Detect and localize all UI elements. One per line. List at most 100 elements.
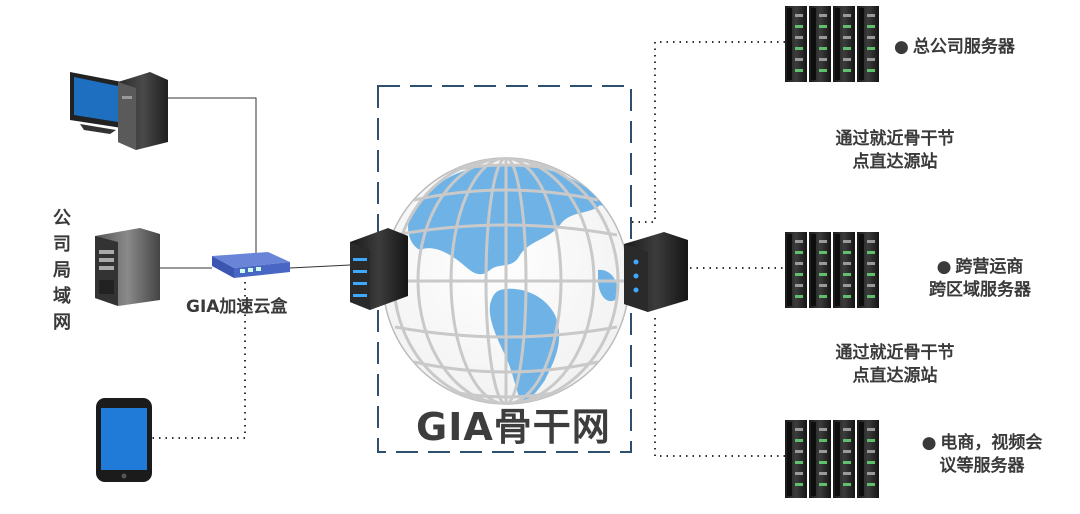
- cross-carrier-server-rack-icon: [785, 232, 879, 308]
- lan-links: [160, 97, 351, 269]
- rack-led: [819, 36, 827, 39]
- rack-panel: [859, 234, 864, 306]
- route-label-2: 通过就近骨干节 点直达源站: [835, 343, 955, 386]
- rack-led: [795, 439, 803, 442]
- rack-led: [795, 251, 803, 254]
- rack-led: [867, 439, 875, 442]
- edge-server-left-icon: [350, 228, 408, 310]
- rack-led: [867, 58, 875, 61]
- rack-led: [843, 472, 851, 475]
- rack-led: [867, 428, 875, 431]
- rack-led: [867, 483, 875, 486]
- rack-panel: [811, 422, 816, 496]
- bullet-icon: ●: [921, 433, 937, 453]
- rack-led: [867, 295, 875, 298]
- rack-led: [843, 461, 851, 464]
- server-label-ecommerce: ●电商，视频会 议等服务器: [921, 433, 1043, 476]
- rack-panel: [811, 8, 816, 80]
- route-label-1: 通过就近骨干节 点直达源站: [835, 129, 955, 172]
- desktop-computer-icon: [70, 72, 168, 150]
- bullet-icon: ●: [894, 37, 909, 57]
- tablet-icon: [96, 398, 152, 482]
- rack-panel: [811, 234, 816, 306]
- rack-led: [819, 472, 827, 475]
- rack-led: [819, 240, 827, 243]
- rack-led: [819, 461, 827, 464]
- lan-label: 公司局域网: [53, 208, 71, 333]
- rack-led: [867, 273, 875, 276]
- rack-led: [843, 428, 851, 431]
- local-server-icon: [95, 228, 160, 306]
- rack-panel: [787, 422, 792, 496]
- rack-led: [843, 36, 851, 39]
- rack-led: [843, 69, 851, 72]
- rack-led: [795, 273, 803, 276]
- rack-led: [843, 25, 851, 28]
- rack-led: [867, 262, 875, 265]
- rack-led: [819, 14, 827, 17]
- rack-panel: [859, 8, 864, 80]
- rack-led: [867, 36, 875, 39]
- rack-led: [867, 69, 875, 72]
- rack-panel: [835, 234, 840, 306]
- rack-led: [843, 14, 851, 17]
- rack-led: [843, 273, 851, 276]
- rack-led: [843, 284, 851, 287]
- rack-led: [795, 47, 803, 50]
- rack-led: [795, 295, 803, 298]
- dotted-links: [150, 41, 785, 457]
- accel-box-label: GIA加速云盒: [186, 297, 288, 317]
- rack-led: [795, 69, 803, 72]
- rack-led: [795, 450, 803, 453]
- rack-led: [819, 483, 827, 486]
- rack-led: [819, 69, 827, 72]
- rack-led: [867, 240, 875, 243]
- ecommerce-server-rack-icon: [785, 420, 879, 498]
- rack-led: [843, 483, 851, 486]
- rack-led: [795, 428, 803, 431]
- rack-panel: [835, 8, 840, 80]
- backbone-label: GIA骨干网: [416, 405, 611, 449]
- rack-led: [819, 295, 827, 298]
- server-label-hq: ●总公司服务器: [894, 37, 1015, 57]
- server-label-cross-carrier: ●跨营运商 跨区域服务器: [929, 257, 1031, 300]
- rack-led: [843, 47, 851, 50]
- rack-led: [819, 251, 827, 254]
- accel-box-router-icon: [212, 252, 290, 278]
- rack-led: [795, 58, 803, 61]
- rack-led: [867, 14, 875, 17]
- rack-led: [867, 47, 875, 50]
- rack-panel: [787, 8, 792, 80]
- rack-led: [843, 450, 851, 453]
- rack-led: [819, 428, 827, 431]
- rack-led: [843, 240, 851, 243]
- bullet-icon: ●: [936, 257, 952, 277]
- rack-led: [843, 439, 851, 442]
- rack-led: [867, 284, 875, 287]
- rack-led: [795, 472, 803, 475]
- rack-led: [819, 58, 827, 61]
- rack-led: [843, 295, 851, 298]
- rack-led: [795, 461, 803, 464]
- hq-server-rack-icon: [785, 6, 879, 82]
- globe-icon: [382, 157, 630, 405]
- rack-led: [843, 251, 851, 254]
- rack-led: [795, 240, 803, 243]
- rack-led: [867, 450, 875, 453]
- rack-led: [867, 25, 875, 28]
- rack-led: [843, 262, 851, 265]
- rack-led: [819, 284, 827, 287]
- rack-led: [819, 450, 827, 453]
- rack-led: [795, 25, 803, 28]
- rack-led: [867, 251, 875, 254]
- rack-led: [795, 284, 803, 287]
- rack-led: [819, 25, 827, 28]
- rack-panel: [787, 234, 792, 306]
- rack-panel: [859, 422, 864, 496]
- rack-led: [795, 14, 803, 17]
- rack-led: [795, 483, 803, 486]
- rack-led: [819, 262, 827, 265]
- rack-panel: [835, 422, 840, 496]
